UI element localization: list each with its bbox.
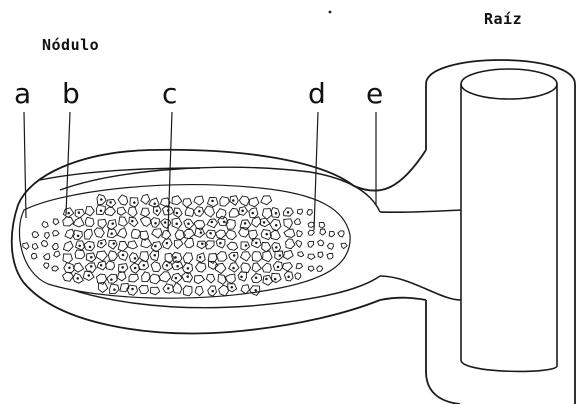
bacteroid-dot	[233, 267, 235, 269]
bacteroid-dot	[143, 265, 145, 267]
bacteroid-dot	[233, 200, 235, 202]
bacteroid-dot	[175, 257, 177, 259]
bacteroid-dot	[275, 212, 277, 214]
bacteroid-dot	[255, 277, 257, 279]
bacteroid-dot	[220, 242, 222, 244]
vascular-connection	[380, 210, 461, 300]
bacteroid-dot	[122, 267, 124, 269]
bacteroid-dot	[112, 223, 114, 225]
bacteroid-dot	[276, 247, 278, 249]
bacteroid-dot	[77, 278, 79, 280]
bacteroid-dot	[166, 242, 168, 244]
bacteroid-dot	[210, 232, 212, 234]
bacteroid-dot	[277, 266, 279, 268]
bacteroid-dot	[79, 245, 81, 247]
bacteroid-dot	[154, 255, 156, 257]
bacteroid-dot	[212, 200, 214, 202]
bacteroid-dot	[211, 221, 213, 223]
bacteroid-dot	[168, 288, 170, 290]
bacteroid-dot	[202, 243, 204, 245]
bacteroid-dot	[212, 290, 214, 292]
bacteroid-dot	[166, 265, 168, 267]
label-d: d	[308, 80, 326, 108]
bacteroid-dot	[113, 243, 115, 245]
bacteroid-dot	[255, 289, 257, 291]
label-a: a	[14, 80, 31, 108]
bacteroid-dot	[89, 246, 91, 248]
bacteroid-dot	[154, 203, 156, 205]
register-dot	[329, 11, 332, 14]
bacteroid-dot	[175, 277, 177, 279]
bacteroid-dot	[187, 268, 189, 270]
bacteroid-dot	[199, 211, 201, 213]
bacteroid-dot	[287, 211, 289, 213]
bacteroid-dot	[199, 257, 201, 259]
bacteroid-dot	[134, 258, 136, 260]
bacteroid-dot	[134, 202, 136, 204]
bacteroid-dot	[111, 233, 113, 235]
root-outer-wall	[426, 60, 575, 404]
bacteroid-dot	[275, 225, 277, 227]
bacteroid-dot	[188, 223, 190, 225]
bacteroid-dot	[255, 242, 257, 244]
bacteroid-dot	[266, 278, 268, 280]
bacteroid-dot	[110, 202, 112, 204]
bacteroid-dot	[223, 221, 225, 223]
bacteroid-dot	[90, 266, 92, 268]
bacteroid-dot	[252, 212, 254, 214]
bacteroid-dot	[114, 289, 116, 291]
bacteroid-dot	[176, 223, 178, 225]
root-title: Raíz	[484, 10, 522, 28]
bacteroid-dot	[245, 245, 247, 247]
bacteroid-dot	[233, 255, 235, 257]
pointer-a	[24, 112, 26, 218]
bacteroid-dot	[279, 255, 281, 257]
bacteroid-dot	[155, 222, 157, 224]
root-stele	[461, 69, 557, 371]
bacteroid-dot	[231, 286, 233, 288]
bacteroid-dot	[288, 276, 290, 278]
bacteroid-dot	[132, 288, 134, 290]
bacteroid-dot	[177, 265, 179, 267]
bacteroid-dot	[242, 210, 244, 212]
bacteroid-dot	[244, 223, 246, 225]
bacteroid-dot	[77, 235, 79, 237]
bacteroid-dot	[156, 210, 158, 212]
nodule-title: Nódulo	[42, 36, 99, 54]
bacteroid-dot	[122, 254, 124, 256]
bacteroid-dot	[241, 276, 243, 278]
label-c: c	[162, 80, 177, 108]
bacteroid-dot	[176, 212, 178, 214]
infected-tissue-region	[19, 185, 350, 299]
bacteroid-dot	[68, 212, 70, 214]
bacteroid-dot	[111, 279, 113, 281]
bacteroid-dot	[164, 222, 166, 224]
bacteroid-dot	[134, 267, 136, 269]
bacteroid-dot	[78, 212, 80, 214]
bacteroid-dot	[266, 233, 268, 235]
label-b: b	[62, 80, 80, 108]
bacteroid-dot	[155, 245, 157, 247]
bacteroid-dot	[100, 264, 102, 266]
bacteroid-dot	[263, 222, 265, 224]
bacteroid-dot	[101, 242, 103, 244]
bacteroid-dot	[91, 256, 93, 258]
bacteroid-dot	[200, 232, 202, 234]
bacteroid-dot	[101, 199, 103, 201]
bacteroid-dot	[100, 210, 102, 212]
bacteroid-dot	[132, 220, 134, 222]
bacteroid-dot	[187, 276, 189, 278]
bacteroid-dot	[69, 267, 71, 269]
label-e: e	[366, 80, 383, 108]
bacteroid-dot	[88, 275, 90, 277]
bacteroid-dot	[274, 278, 276, 280]
